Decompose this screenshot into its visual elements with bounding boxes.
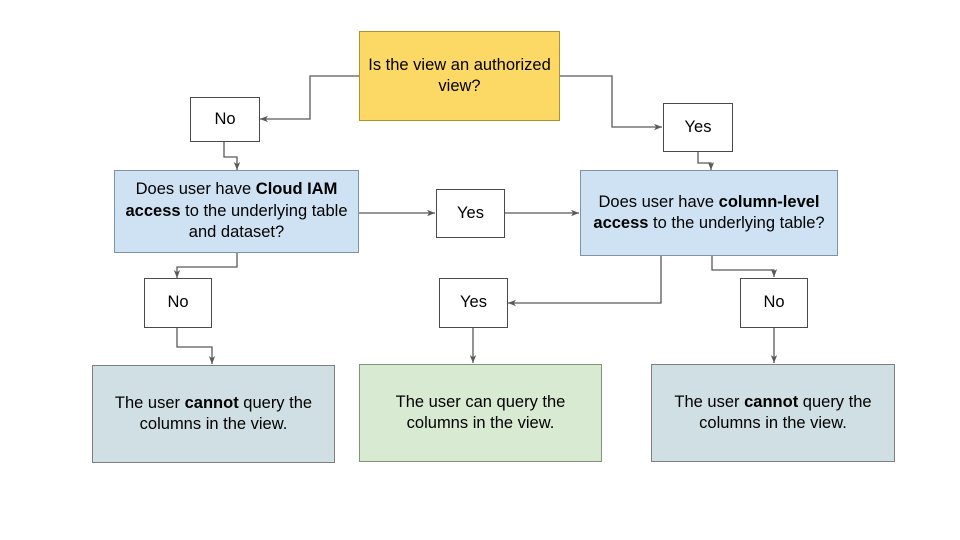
edge-no-to-outcome-left <box>176 328 216 364</box>
node-cloud-iam-label: Does user have Cloud IAM access to the u… <box>125 180 348 242</box>
edge-column-to-yes-lower <box>508 256 662 307</box>
node-label-yes-middle[interactable]: Yes <box>436 189 505 238</box>
node-outcome-right-label: The user cannot query the columns in the… <box>674 392 872 432</box>
edge-column-to-no-right <box>711 256 778 277</box>
node-outcome-can-query[interactable]: The user can query the columns in the vi… <box>359 364 602 462</box>
node-label-no-top-left[interactable]: No <box>190 97 260 142</box>
node-column-level-label: Does user have column-level access to th… <box>593 192 825 232</box>
node-outcome-center-label: The user can query the columns in the vi… <box>395 392 566 432</box>
node-label-no-left[interactable]: No <box>144 278 212 328</box>
node-label-yes-top-right[interactable]: Yes <box>663 103 733 152</box>
node-label-no-left-text: No <box>167 293 189 312</box>
edge-yes-to-column-question <box>697 152 715 170</box>
node-outcome-left-label: The user cannot query the columns in the… <box>114 393 313 433</box>
node-does-user-have-column-level-access[interactable]: Does user have column-level access to th… <box>580 170 838 256</box>
edge-iam-to-no <box>173 253 238 278</box>
node-label-yes-lower-text: Yes <box>460 293 487 312</box>
node-label-yes-middle-text: Yes <box>457 203 484 222</box>
node-label-no-right[interactable]: No <box>740 278 808 328</box>
edge-no-to-iam-question <box>223 142 241 170</box>
node-label-yes-lower[interactable]: Yes <box>439 278 508 328</box>
node-does-user-have-cloud-iam-access[interactable]: Does user have Cloud IAM access to the u… <box>114 170 359 253</box>
node-label-no-top-left-text: No <box>214 109 236 128</box>
node-outcome-cannot-query-left[interactable]: The user cannot query the columns in the… <box>92 365 335 463</box>
node-label-no-right-text: No <box>763 293 785 312</box>
node-is-view-authorized[interactable]: Is the view an authorized view? <box>359 31 560 121</box>
edge-start-to-yes <box>560 75 662 131</box>
edge-start-to-no <box>260 75 359 123</box>
node-outcome-cannot-query-right[interactable]: The user cannot query the columns in the… <box>651 364 895 462</box>
node-label-yes-top-right-text: Yes <box>684 117 712 136</box>
node-is-view-authorized-label: Is the view an authorized view? <box>368 55 551 95</box>
